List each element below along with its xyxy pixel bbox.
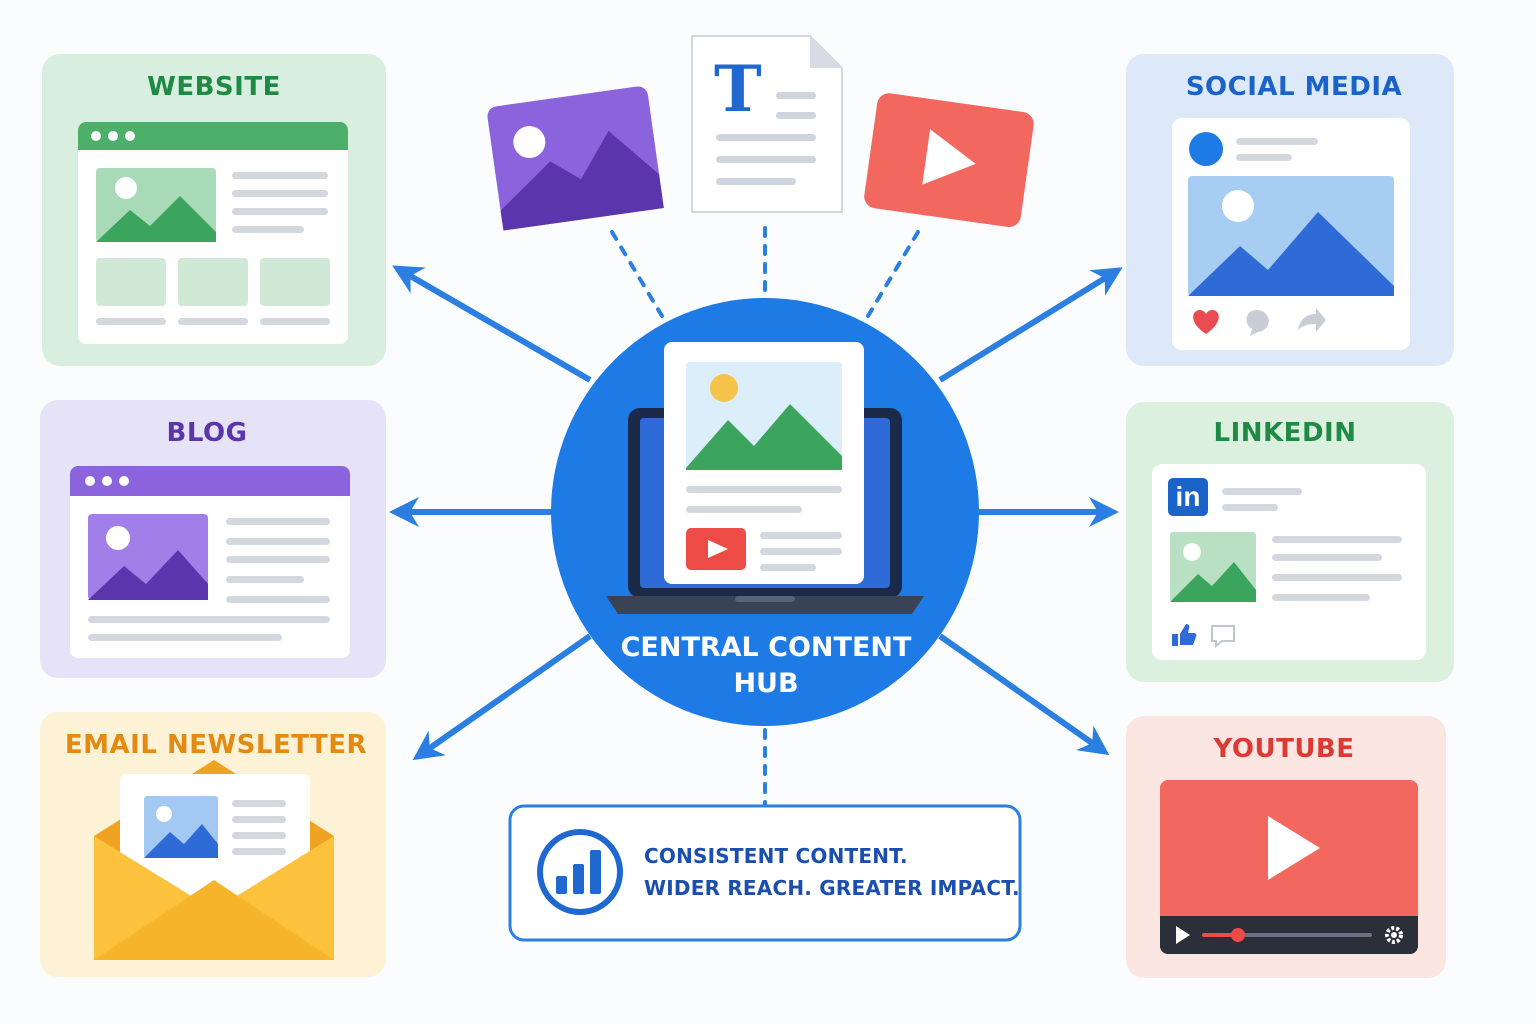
heart-icon [1193, 310, 1219, 334]
text-document-icon [691, 35, 843, 213]
blog-title: BLOG [166, 418, 248, 448]
comment-icon [1246, 310, 1269, 336]
avatar [1189, 132, 1223, 166]
tagline-box [508, 804, 1022, 942]
linkedin-post-mockup [1152, 464, 1426, 660]
tagline-line2: WIDER REACH. GREATER IMPACT. [644, 876, 1020, 900]
text-letter-icon: T [714, 52, 762, 127]
blog-mockup [70, 466, 350, 658]
linkedin-logo-icon [1168, 478, 1208, 516]
gear-icon [1385, 926, 1403, 944]
comment-icon [1211, 625, 1235, 649]
play-icon [1176, 926, 1190, 944]
email-title: EMAIL NEWSLETTER [64, 730, 368, 760]
linkedin-title: LINKEDIN [1213, 418, 1357, 448]
website-title: WEBSITE [147, 72, 281, 102]
video-asset-icon [864, 93, 1034, 228]
linkedin-logo-text: in [1175, 481, 1201, 512]
hub-document-icon [664, 342, 864, 584]
email-envelope-icon [94, 760, 334, 960]
tagline-line1: CONSISTENT CONTENT. [644, 844, 908, 868]
arrow-to-email [412, 633, 592, 761]
dotted-connectors [610, 226, 920, 806]
bar-chart-icon [537, 829, 623, 915]
thumbs-up-icon [1172, 624, 1197, 646]
social-title: SOCIAL MEDIA [1185, 72, 1403, 102]
arrow-to-website [392, 265, 592, 383]
youtube-player-mockup [1160, 780, 1418, 954]
share-icon [1298, 308, 1326, 332]
youtube-title: YOUTUBE [1213, 734, 1355, 764]
social-post-mockup [1172, 118, 1410, 350]
connector-arrows [389, 265, 1123, 761]
hub-label-line1: CENTRAL CONTENT [620, 632, 912, 663]
arrow-to-social [938, 267, 1123, 383]
hub-label-line2: HUB [733, 668, 799, 699]
arrow-to-youtube [938, 633, 1110, 756]
image-asset-icon [487, 86, 664, 231]
website-mockup [78, 122, 348, 344]
